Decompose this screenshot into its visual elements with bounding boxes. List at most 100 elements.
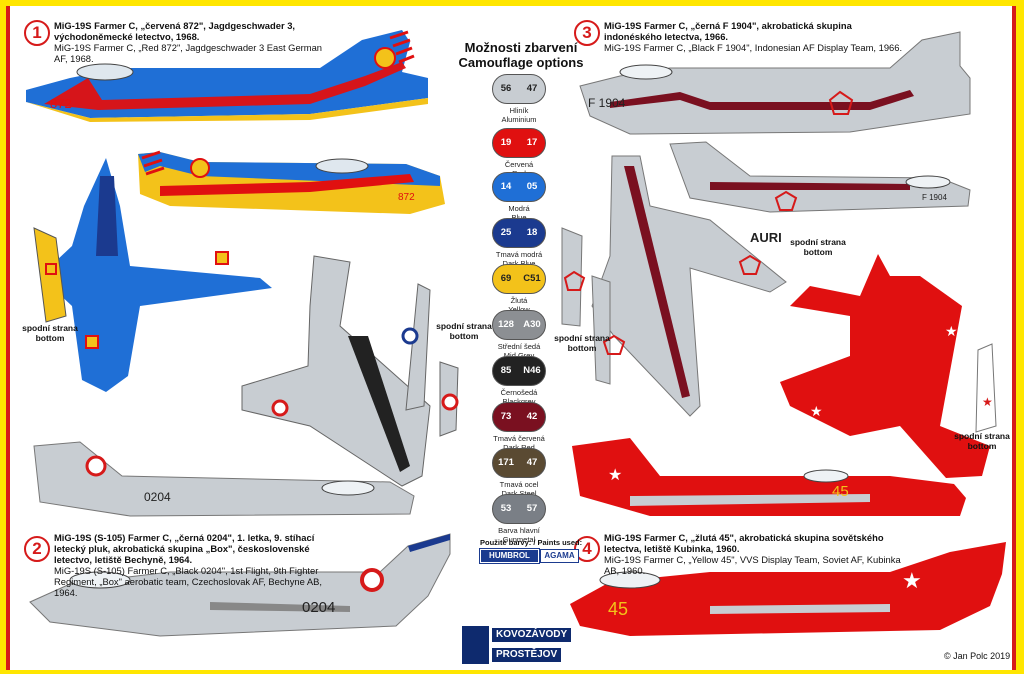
agama-code: 42 [526,411,538,422]
svg-text:★: ★ [608,467,622,484]
humbrol-code: 171 [498,457,514,468]
swatch-pill: 73 42 [492,402,546,432]
humbrol-code: 53 [500,503,512,514]
bottom-note-4-en: bottom [967,440,997,451]
swatch-pill: 69 C51 [492,264,546,294]
humbrol-code: 56 [500,83,512,94]
profile-3-side [579,31,971,135]
code-0204-side-a: 0204 [144,490,171,504]
scheme-4-caption-en: MiG-19S Farmer C, „Yellow 45", VVS Displ… [604,554,901,576]
code-0204-side-b: 0204 [302,599,336,616]
agama-code: 47 [526,457,538,468]
swatch-name-en: Yellow [508,305,529,314]
swatch-name-en: Blackgrey [503,397,536,406]
scheme-2-caption: MiG-19S (S-105) Farmer C, „černá 0204", … [54,532,344,598]
swatch-pill: 25 18 [492,218,546,248]
scheme-1-caption-cz: MiG-19S Farmer C, „červená 872", Jagdges… [54,20,296,42]
agama-code: 47 [526,83,538,94]
swatch-name-cz: Tmavá červená [493,434,545,443]
camouflage-options-title: Možnosti zbarvení Camouflage options [456,40,586,70]
title-en: Camouflage options [458,55,584,70]
bottom-note-3b-cz: spodní strana [790,237,846,247]
humbrol-code: 25 [500,227,512,238]
humbrol-code: 69 [500,273,512,284]
swatch-name-cz: Tmavá modrá [495,250,543,259]
agama-code: 17 [526,137,538,148]
agama-code: C51 [523,273,541,284]
swatch-label: Střední šedáMid Grey [478,342,560,360]
code-872-side: 872 [50,96,72,111]
swatch-name-en: Dark Blue [503,259,536,268]
humbrol-code: 73 [500,411,512,422]
copyright: © Jan Polc 2019 [944,651,1011,661]
code-45-side-a: 45 [832,483,849,500]
scheme-3-caption-cz: MiG-19S Farmer C, „černá F 1904", akroba… [604,20,852,42]
bottom-note-4-cz: spodní strana [954,431,1010,441]
scheme-3-number: 3 [574,20,600,46]
scheme-4-caption-cz: MiG-19S Farmer C, „žlutá 45", akrobatick… [604,532,884,554]
bottom-note-3b-en: bottom [803,246,833,257]
swatch-name-en: Dark Red [503,443,535,452]
scheme-3-caption-en: MiG-19S Farmer C, „Black F 1904", Indone… [604,42,903,53]
kovozavody-logo: KOVOZÁVODY PROSTĚJOV [462,626,572,666]
code-f1904-side: F 1904 [588,96,626,110]
bottom-note-3a-en: bottom [567,342,597,353]
agama-code: A30 [523,319,541,330]
profile-3-side-b [669,141,971,213]
humbrol-code: 128 [498,319,514,330]
profile-1-side [26,30,428,122]
swatch-label: Tmavá ocelDark Steel [478,480,560,498]
swatch-label: ŽlutáYellow [478,296,560,314]
profile-2-bottom [241,255,459,487]
agama-logo: AGAMA [540,549,579,563]
instruction-sheet: ★ ★ ★ ★ ★ 872 872 0204 0204 F 1904 F 190… [6,6,1016,670]
swatch-name-cz: Barva hlavní [498,526,540,535]
scheme-2-number: 2 [24,536,50,562]
humbrol-code: 19 [500,137,512,148]
swatch-name-cz: Červená [504,160,534,169]
manufacturer-line1: KOVOZÁVODY [492,628,572,642]
swatch-pill: 171 47 [492,448,546,478]
svg-text:★: ★ [982,395,993,409]
kovozavody-emblem-icon [462,626,489,664]
aircraft-profiles-artwork: ★ ★ ★ ★ ★ [26,30,1006,637]
bottom-note-3a-cz: spodní strana [554,333,610,343]
bottom-note-1-en: bottom [35,332,65,343]
profile-4-side-a: ★ [572,438,966,516]
bottom-note-2-en: bottom [449,330,479,341]
swatch-label: ModráBlue [478,204,560,222]
swatch-name-cz: Tmavá ocel [499,480,539,489]
agama-code: 18 [526,227,538,238]
code-45-side-b: 45 [608,599,629,619]
humbrol-code: 85 [500,365,512,376]
paints-used-label: Použité barvy: / Paints used: [480,538,583,547]
swatch-pill: 128 A30 [492,310,546,340]
bottom-note-2-cz: spodní strana [436,321,492,331]
swatch-name-cz: Hliník [509,106,529,115]
profile-1-top [33,158,272,392]
swatch-name-cz: Černošedá [500,388,538,397]
scheme-2-caption-en: MiG-19S (S-105) Farmer C, „Black 0204", … [54,565,323,598]
bottom-note-1-cz: spodní strana [22,323,78,333]
auri-marking: AURI [750,230,782,245]
profile-4-side-b: ★ [570,542,1006,636]
code-f1904-side-b: F 1904 [922,193,947,202]
scheme-4-caption: MiG-19S Farmer C, „žlutá 45", akrobatick… [604,532,904,576]
profile-4-top: ★ ★ ★ [780,254,997,478]
swatch-dark-blue: 25 18 Tmavá modráDark Blue [488,218,550,278]
